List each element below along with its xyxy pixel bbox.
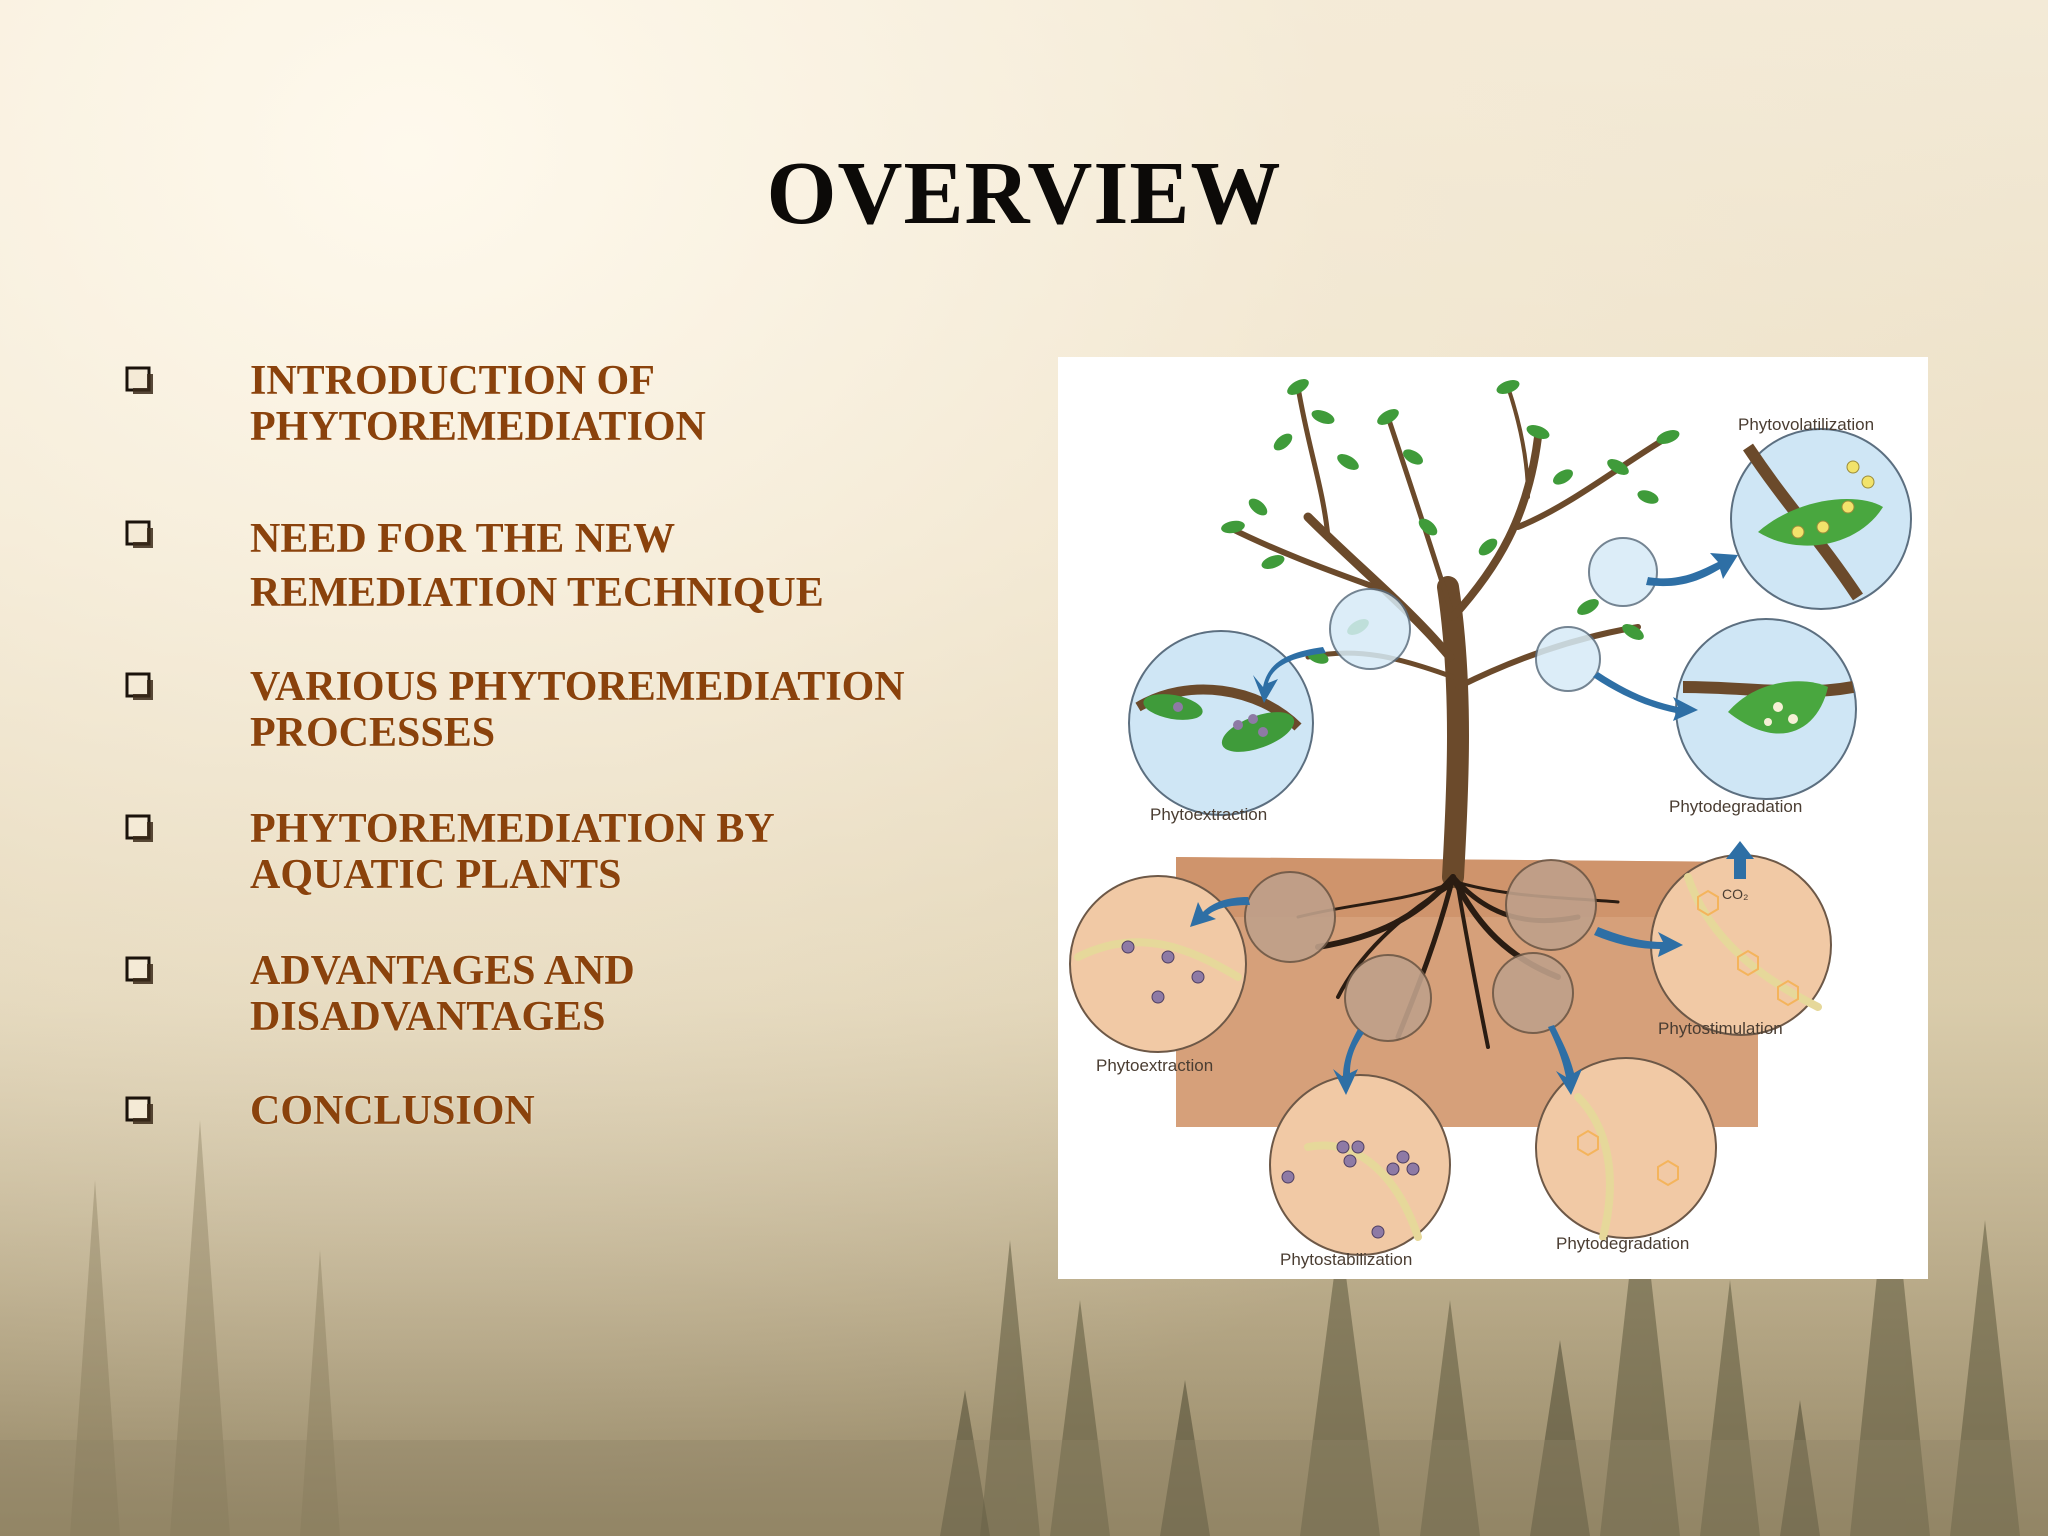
- diagram-illustration: Phytovolatilization Phytoextraction Phyt…: [1069, 379, 1912, 1269]
- bullet-text: VARIOUS PHYTOREMEDIATION PROCESSES: [250, 664, 905, 756]
- list-item: VARIOUS PHYTOREMEDIATION PROCESSES: [125, 664, 1025, 756]
- label-phytostimulation: Phytostimulation: [1658, 1019, 1783, 1038]
- label-phytodegradation-top: Phytodegradation: [1669, 797, 1802, 816]
- label-phytovolatilization: Phytovolatilization: [1738, 415, 1874, 434]
- bullet-text: NEED FOR THE NEW REMEDIATION TECHNIQUE: [250, 516, 824, 616]
- list-item: PHYTOREMEDIATION BY AQUATIC PLANTS: [125, 806, 1025, 898]
- bubble-group: [1128, 428, 1912, 816]
- label-phytoextraction-bottom: Phytoextraction: [1096, 1056, 1213, 1075]
- label-phytodegradation-bottom: Phytodegradation: [1556, 1234, 1689, 1253]
- hollow-square-icon: [125, 520, 153, 548]
- hollow-square-icon: [125, 366, 153, 394]
- slide-title: OVERVIEW: [766, 144, 1282, 243]
- phytoremediation-diagram: Phytovolatilization Phytoextraction Phyt…: [1058, 357, 1928, 1279]
- hollow-square-icon: [125, 814, 153, 842]
- arrow-group: [1190, 553, 1754, 1095]
- list-item: ADVANTAGES AND DISADVANTAGES: [125, 948, 1025, 1040]
- bullet-text: CONCLUSION: [250, 1088, 535, 1134]
- hollow-square-icon: [125, 672, 153, 700]
- bullet-text: INTRODUCTION OF PHYTOREMEDIATION: [250, 358, 706, 450]
- label-phytoextraction-top: Phytoextraction: [1150, 805, 1267, 824]
- label-co2: CO₂: [1722, 886, 1748, 902]
- tree-icon: [1225, 384, 1671, 888]
- bullet-text: PHYTOREMEDIATION BY AQUATIC PLANTS: [250, 806, 775, 898]
- label-phytostabilization: Phytostabilization: [1280, 1250, 1412, 1269]
- list-item: CONCLUSION: [125, 1088, 1025, 1134]
- list-item: INTRODUCTION OF PHYTOREMEDIATION: [125, 358, 1025, 450]
- hollow-square-icon: [125, 956, 153, 984]
- list-item: NEED FOR THE NEW REMEDIATION TECHNIQUE: [125, 512, 1025, 620]
- hollow-square-icon: [125, 1096, 153, 1124]
- bullet-text: ADVANTAGES AND DISADVANTAGES: [250, 948, 635, 1040]
